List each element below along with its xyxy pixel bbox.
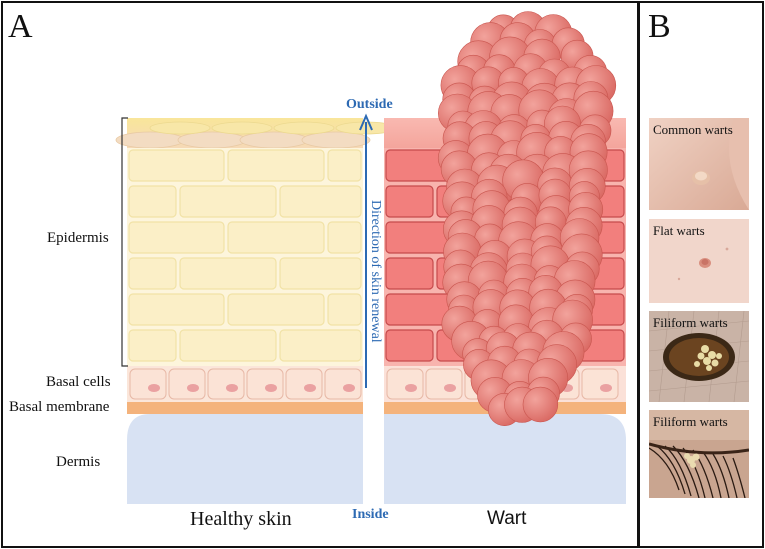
renewal-arrow [359, 113, 373, 388]
healthy-basal-cell [207, 368, 245, 400]
common-wart-image [649, 118, 749, 210]
wart-basal-cell-nucleus [444, 384, 456, 392]
healthy-cell [327, 293, 362, 326]
wart-blob [522, 386, 559, 423]
flat-wart-image [649, 219, 749, 303]
wart-dermis [384, 414, 626, 504]
healthy-cell [128, 149, 225, 182]
healthy-basal-cell [168, 368, 206, 400]
healthy-basal-cells [129, 368, 362, 400]
photo-common-warts: Common warts [649, 118, 749, 210]
healthy-basal-cell-nucleus [148, 384, 160, 392]
flat-warts-caption: Flat warts [653, 223, 705, 238]
healthy-skin-tissue [115, 118, 397, 504]
healthy-cell [179, 257, 277, 290]
wart-basal-cell [425, 368, 463, 400]
healthy-basal-cell-nucleus [343, 384, 355, 392]
healthy-cell [279, 329, 362, 362]
healthy-basal-cell [285, 368, 323, 400]
healthy-scale [301, 131, 371, 149]
wart-label: Wart [487, 508, 527, 529]
healthy-dermis [127, 414, 363, 504]
healthy-cell [327, 149, 362, 182]
healthy-cell [327, 221, 362, 254]
healthy-basal-cell-nucleus [226, 384, 238, 392]
panel-a-letter: A [8, 8, 33, 45]
inside-label: Inside [352, 507, 389, 522]
healthy-scale [115, 131, 185, 149]
wart-basal-cell [581, 368, 619, 400]
photo-filiform-warts-1: Filiform warts [649, 311, 749, 402]
wart-cell [385, 329, 434, 362]
basal-cells-label: Basal cells [46, 374, 111, 390]
healthy-basal-cell-nucleus [304, 384, 316, 392]
healthy-cell [179, 329, 277, 362]
healthy-skin-label: Healthy skin [190, 508, 292, 530]
healthy-cell [128, 185, 177, 218]
epidermis-bracket [121, 117, 128, 367]
wart-basal-cell [386, 368, 424, 400]
wart-cell [385, 185, 434, 218]
healthy-cell [128, 221, 225, 254]
healthy-cell [128, 293, 225, 326]
photo-filiform-warts-2: Filiform warts [649, 410, 749, 498]
healthy-cell [128, 257, 177, 290]
healthy-cell [279, 257, 362, 290]
healthy-scale [149, 121, 211, 135]
healthy-cell [128, 329, 177, 362]
filiform-warts-caption-2: Filiform warts [653, 414, 728, 429]
healthy-scale [177, 131, 247, 149]
panel-b-letter: B [648, 8, 671, 45]
healthy-cells [128, 149, 362, 362]
healthy-scale [211, 121, 273, 135]
healthy-scale [239, 131, 309, 149]
healthy-scales [115, 121, 397, 149]
healthy-cell [179, 185, 277, 218]
filiform-wart-image-1 [649, 311, 749, 402]
wart-basal-cell-nucleus [405, 384, 417, 392]
healthy-cell [227, 149, 325, 182]
direction-label: Direction of skin renewal [368, 200, 383, 343]
healthy-basal-cell-nucleus [187, 384, 199, 392]
healthy-basal-cell-nucleus [265, 384, 277, 392]
healthy-basal-cell [324, 368, 362, 400]
panel-b [638, 1, 764, 548]
photo-flat-warts: Flat warts [649, 219, 749, 303]
filiform-warts-caption-1: Filiform warts [653, 315, 728, 330]
basal-membrane-label: Basal membrane [9, 399, 110, 415]
healthy-cell [279, 185, 362, 218]
dermis-label: Dermis [56, 454, 101, 470]
wart-cell [385, 257, 434, 290]
healthy-cell [227, 221, 325, 254]
filiform-wart-image-2 [649, 410, 749, 498]
healthy-basal-cell [246, 368, 284, 400]
wart-growth [437, 11, 617, 426]
wart-basal-cell-nucleus [600, 384, 612, 392]
common-warts-caption: Common warts [653, 122, 733, 137]
healthy-basal-cell [129, 368, 167, 400]
outside-label: Outside [346, 97, 393, 112]
healthy-cell [227, 293, 325, 326]
epidermis-label: Epidermis [47, 230, 109, 246]
healthy-scale [273, 121, 335, 135]
healthy-basal-membrane [127, 402, 363, 414]
